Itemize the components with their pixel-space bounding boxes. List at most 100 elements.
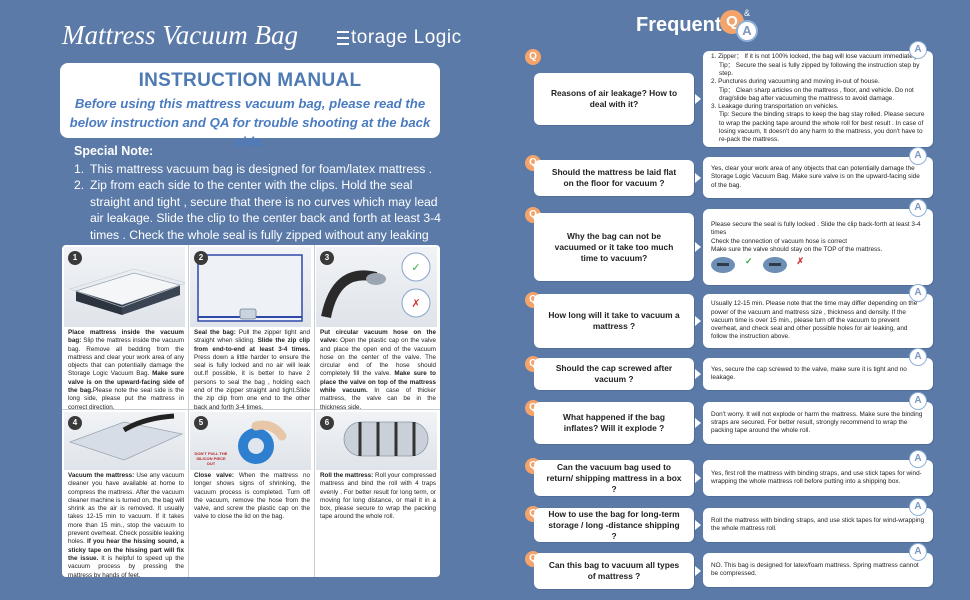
faq-question: How to use the bag for long-term storage… — [534, 508, 694, 542]
step-number: 6 — [320, 416, 334, 430]
faq-question: Can the vacuum bag used to return/ shipp… — [534, 460, 694, 496]
close-valve-icon — [238, 420, 287, 464]
answer-line: Check the connection of vacuum hose is c… — [711, 237, 848, 245]
faq-item: Q Reasons of air leakage? How to deal wit… — [525, 41, 965, 147]
step-number: 3 — [320, 251, 334, 265]
answer-line: Yes, clear your work area of any objects… — [711, 165, 920, 189]
faq-answer: Please secure the seal is fully locked .… — [703, 209, 933, 285]
faq-question: Should the cap screwed after vacuum ? — [534, 358, 694, 390]
faq-question: What happened if the bag inflates? Will … — [534, 402, 694, 444]
step-4-illustration — [64, 412, 185, 470]
step-3-illustration: ✓ ✗ — [316, 247, 437, 327]
answer-line: Make sure the valve should stay on the T… — [711, 245, 883, 253]
note-item: 1. This mattress vacuum bag is designed … — [74, 161, 444, 178]
q-bubble-icon: Q — [525, 49, 541, 65]
arrow-right-icon — [695, 369, 701, 379]
step-6: 6 Roll the mattress: Roll your compresse… — [314, 410, 439, 577]
step-5: DON'T PULL THE SILICON PIECE OUT 5 Close… — [188, 410, 313, 577]
faq-answer: Don't worry. It will not explode or harm… — [703, 402, 933, 444]
vacuum-hose-icon: ✓ ✗ — [321, 252, 431, 319]
step-5-illustration: DON'T PULL THE SILICON PIECE OUT — [190, 412, 311, 470]
answer-line: 1. Zipper： If it is not 100% locked, the… — [711, 53, 921, 61]
step-1-illustration — [64, 247, 185, 327]
special-note: Special Note: 1. This mattress vacuum ba… — [74, 143, 444, 260]
step-number: 1 — [68, 251, 82, 265]
answer-line: 3. Leakage during transportation on vehi… — [711, 103, 839, 111]
faq-question: Reasons of air leakage? How to deal with… — [534, 73, 694, 125]
faq-question: Why the bag can not be vacuumed or it ta… — [534, 213, 694, 281]
brand-name: torage Logic — [351, 27, 462, 48]
step-number: 2 — [194, 251, 208, 265]
note-number: 1. — [74, 161, 85, 176]
brand-logo: torage Logic — [337, 27, 462, 49]
silicon-warning-label: DON'T PULL THE SILICON PIECE OUT — [194, 451, 228, 466]
arrow-right-icon — [695, 94, 701, 104]
step-caption: Vacuum the mattress: Use any vacuum clea… — [68, 472, 185, 577]
a-bubble-icon: A — [909, 41, 927, 59]
answer-line: Please secure the seal is fully locked .… — [711, 220, 921, 237]
qa-logo: Q & A — [720, 8, 760, 44]
note-text: This mattress vacuum bag is designed for… — [90, 161, 433, 176]
amp-glyph: & — [744, 8, 751, 18]
a-bubble-icon: A — [909, 199, 927, 217]
step-caption: Seal the bag: Pull the zipper tight and … — [194, 329, 310, 411]
answer-line: Yes, first roll the mattress with bindin… — [711, 469, 922, 485]
manual-title: INSTRUCTION MANUAL — [138, 70, 362, 91]
valve-icon — [762, 257, 787, 274]
svg-text:✗: ✗ — [411, 297, 420, 310]
special-note-title: Special Note: — [74, 144, 154, 158]
faq-answer: Yes, first roll the mattress with bindin… — [703, 460, 933, 496]
arrow-right-icon — [695, 316, 701, 326]
answer-line: Tip: Secure the binding straps to keep t… — [719, 111, 925, 144]
step-2-illustration — [190, 247, 311, 327]
a-bubble-icon: A — [909, 543, 927, 561]
faq-answer: Roll the mattress with binding straps, a… — [703, 508, 933, 542]
arrow-right-icon — [695, 418, 701, 428]
a-bubble-icon: A — [909, 147, 927, 165]
answer-line: Yes, secure the cap screwed to the valve… — [711, 365, 907, 381]
arrow-right-icon — [695, 520, 701, 530]
check-icon: ✓ — [745, 256, 753, 267]
a-logo-icon: A — [736, 20, 758, 42]
faq-question: How long will it take to vacuum a mattre… — [534, 294, 694, 348]
answer-line: Roll the mattress with binding straps, a… — [711, 516, 925, 532]
answer-line: 2. Punctures during vacuuming and moving… — [711, 78, 880, 86]
faq-title: Frequent — [636, 14, 722, 36]
valve-examples: ✓✗ — [711, 256, 925, 274]
step-caption: Place mattress inside the vacuum bag: Sl… — [68, 329, 184, 411]
mattress-in-bag-icon — [69, 268, 185, 315]
cross-icon: ✗ — [796, 256, 805, 267]
faq-answer: Yes, secure the cap screwed to the valve… — [703, 358, 933, 390]
answer-line: Tip： Clean sharp articles on the mattres… — [719, 86, 914, 102]
step-caption: Roll the mattress: Roll your compressed … — [320, 472, 436, 521]
a-bubble-icon: A — [909, 392, 927, 410]
step-caption: Put circular vacuum hose on the valve: O… — [320, 329, 436, 411]
step-caption: Close valve: When the mattress no longer… — [194, 472, 310, 521]
arrow-right-icon — [695, 242, 701, 252]
answer-line: Don't worry. It will not explode or harm… — [711, 410, 923, 435]
step-4: 4 Vacuum the mattress: Use any vacuum cl… — [62, 410, 187, 577]
a-bubble-icon: A — [909, 450, 927, 468]
a-bubble-icon: A — [909, 498, 927, 516]
answer-line: NO. This bag is designed for latex/foam … — [711, 561, 919, 577]
step-number: 4 — [68, 416, 82, 430]
arrow-right-icon — [695, 566, 701, 576]
note-number: 2. — [74, 178, 85, 192]
answer-line: Tip： Secure the seal is fully zipped by … — [719, 61, 920, 77]
zipper-seal-icon — [197, 254, 303, 322]
vacuuming-bag-icon — [68, 413, 184, 461]
arrow-right-icon — [695, 473, 701, 483]
faq-answer: Usually 12-15 min. Please note that the … — [703, 294, 933, 348]
faq-answer: 1. Zipper： If it is not 100% locked, the… — [703, 51, 933, 147]
step-number: 5 — [194, 416, 208, 430]
arrow-right-icon — [695, 172, 701, 183]
manual-subtitle: Before using this mattress vacuum bag, p… — [69, 96, 431, 149]
step-2: 2 Seal the bag: Pull the zipper tight an… — [188, 245, 313, 411]
step-3: ✓ ✗ 3 Put circular vacuum hose on the va… — [314, 245, 439, 411]
